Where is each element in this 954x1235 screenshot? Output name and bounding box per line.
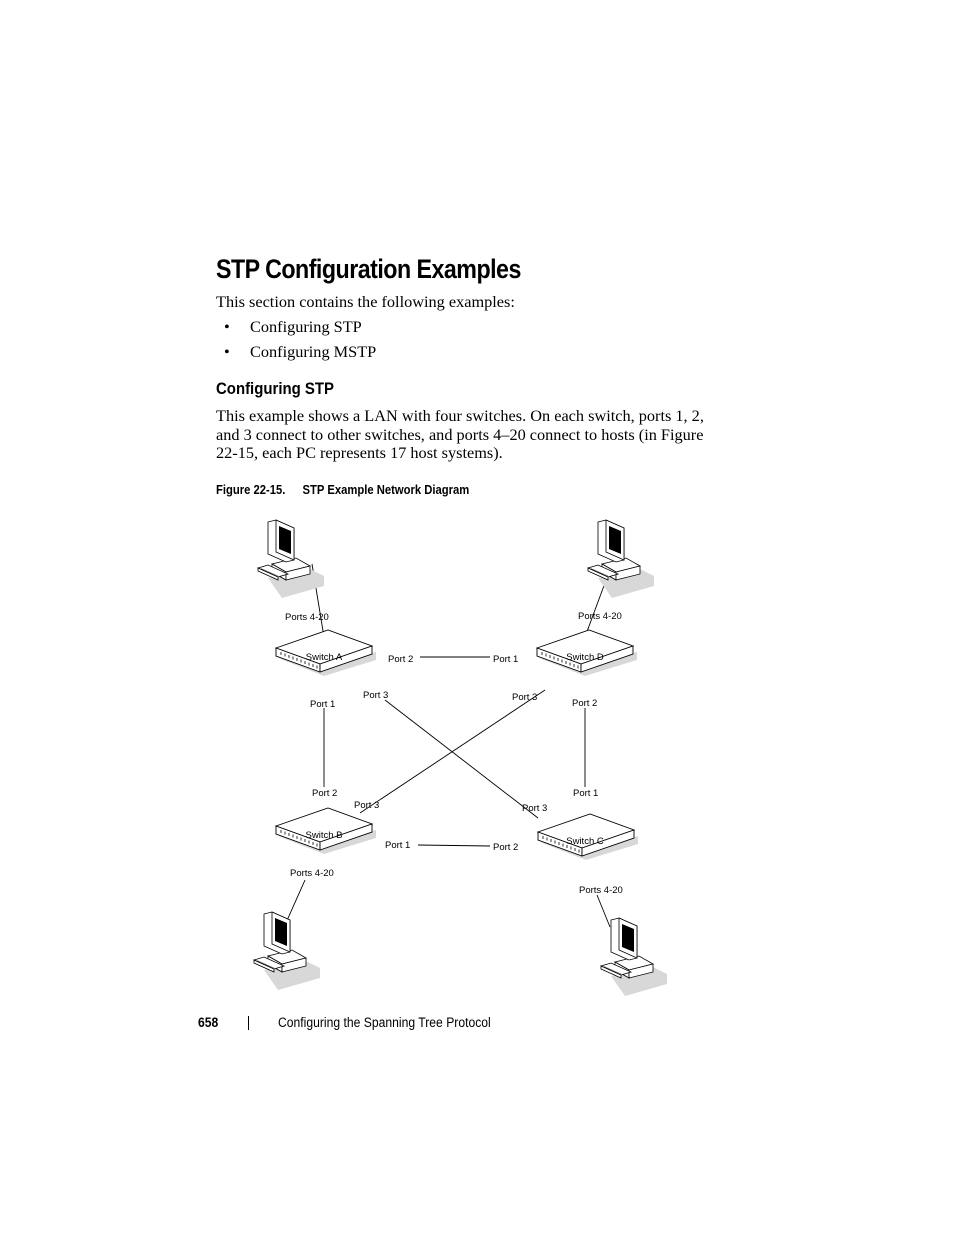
- port-label: Port 1: [310, 699, 335, 710]
- list-item: • Configuring STP: [224, 317, 376, 342]
- link-lines: [284, 563, 613, 928]
- link-d-b: [359, 689, 546, 814]
- footer-chapter-title: Configuring the Spanning Tree Protocol: [278, 1015, 491, 1030]
- pc-icon: [600, 917, 668, 997]
- port-label: Port 1: [385, 840, 410, 851]
- intro-text: This section contains the following exam…: [216, 292, 515, 311]
- switch-a-label: Switch A: [306, 652, 343, 663]
- port-label: Port 2: [388, 654, 413, 665]
- figure-caption: Figure 22-15. STP Example Network Diagram: [216, 483, 469, 497]
- pc-icon: [257, 519, 325, 599]
- example-list: • Configuring STP • Configuring MSTP: [224, 317, 376, 367]
- section-heading: Configuring STP: [216, 379, 335, 398]
- port-label: Port 3: [522, 803, 547, 814]
- page-title: STP Configuration Examples: [216, 254, 521, 284]
- figure-title: STP Example Network Diagram: [302, 483, 470, 497]
- switch-c-label: Switch C: [566, 836, 604, 847]
- port-label: Port 3: [354, 800, 379, 811]
- pc-icon: [587, 519, 655, 599]
- bullet-marker: •: [224, 342, 230, 361]
- link-a-c: [384, 699, 539, 819]
- body-paragraph: This example shows a LAN with four switc…: [216, 406, 704, 462]
- switch-d-host-ports-label: Ports 4-20: [578, 611, 622, 622]
- footer-separator: [248, 1016, 249, 1030]
- port-label: Port 3: [512, 692, 537, 703]
- port-label: Port 2: [493, 842, 518, 853]
- switch-b-label: Switch B: [306, 830, 343, 841]
- port-label: Port 1: [493, 654, 518, 665]
- list-item-text: Configuring MSTP: [250, 342, 377, 361]
- switch-d-label: Switch D: [566, 652, 604, 663]
- link-b-c: [417, 844, 491, 847]
- link-pc-c: [596, 894, 611, 928]
- switch-b-host-ports-label: Ports 4-20: [290, 868, 334, 879]
- figure-number: Figure 22-15.: [216, 483, 286, 497]
- port-label: Port 2: [572, 698, 597, 709]
- port-label: Port 1: [573, 788, 598, 799]
- switch-c-host-ports-label: Ports 4-20: [579, 885, 623, 896]
- link-pc-b: [284, 879, 306, 926]
- port-label: Port 2: [312, 788, 337, 799]
- pc-icon: [253, 911, 321, 991]
- footer-page-number: 658: [198, 1015, 219, 1030]
- port-label: Port 3: [363, 690, 388, 701]
- bullet-marker: •: [224, 317, 230, 336]
- list-item-text: Configuring STP: [250, 317, 362, 336]
- switch-a-host-ports-label: Ports 4-20: [285, 612, 329, 623]
- list-item: • Configuring MSTP: [224, 342, 376, 367]
